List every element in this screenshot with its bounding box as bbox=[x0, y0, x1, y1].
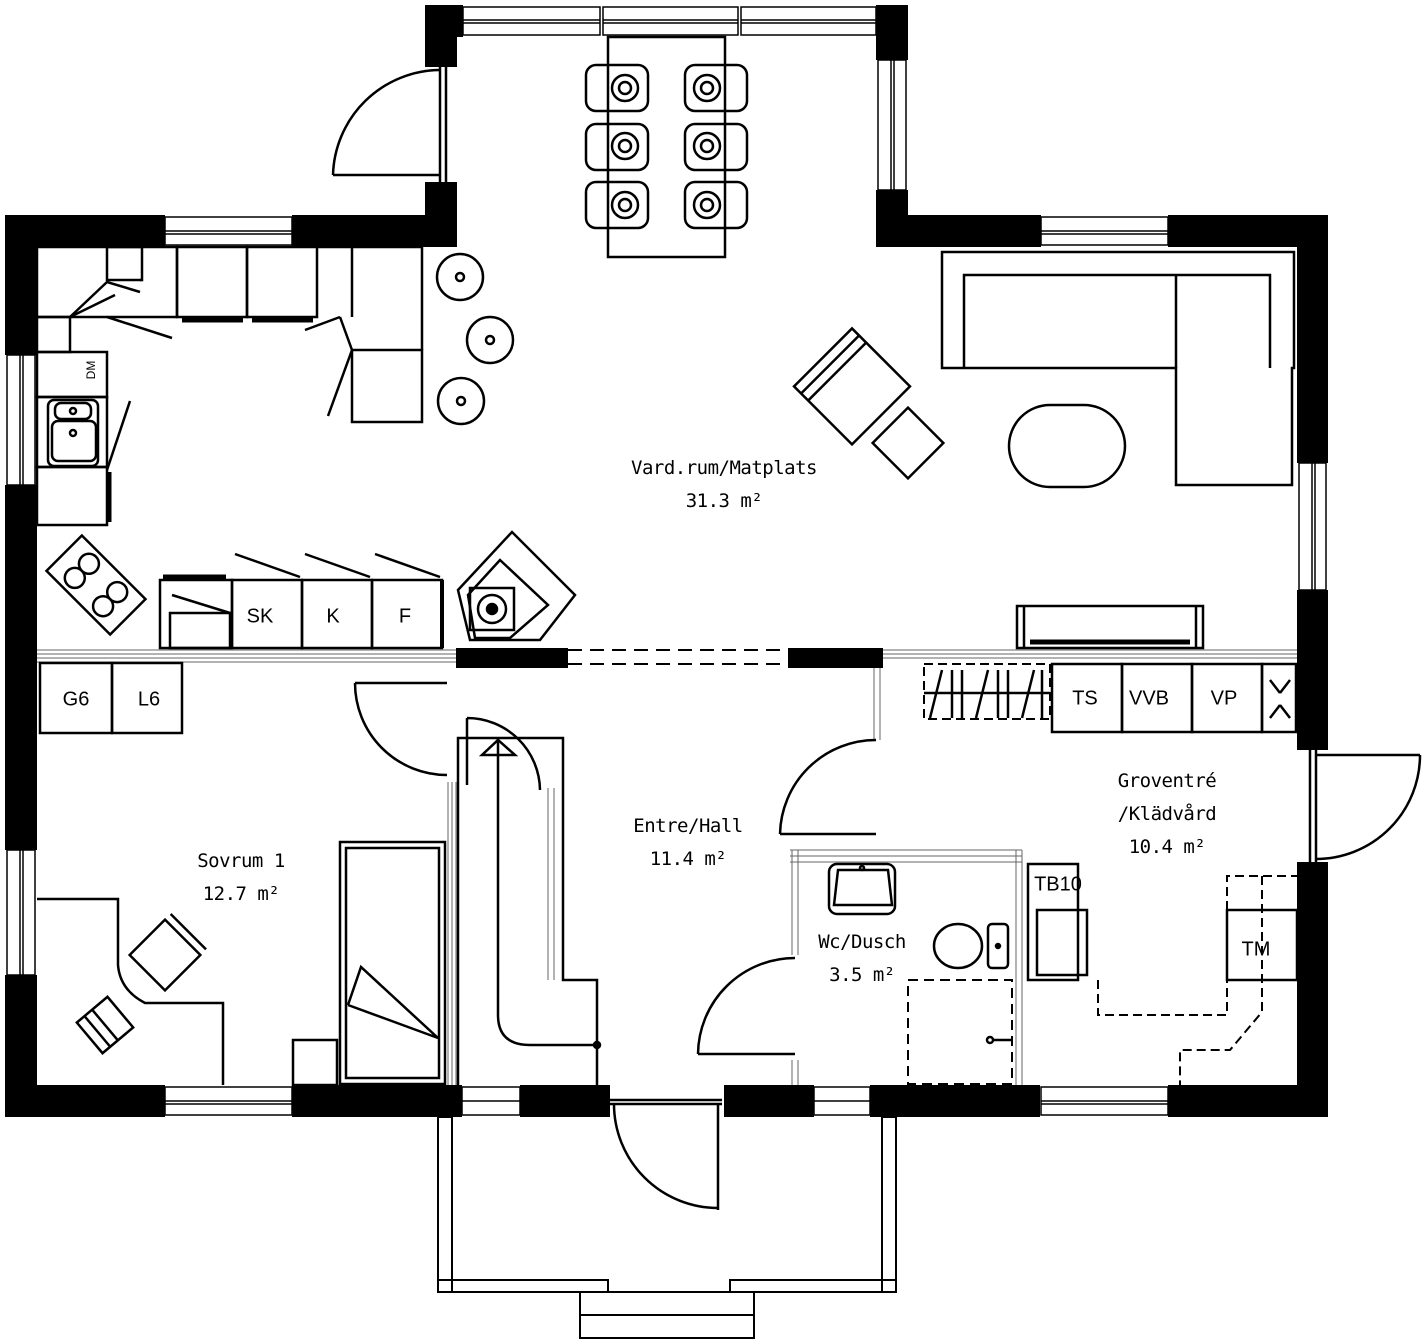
fixture-k: K bbox=[326, 605, 340, 628]
fixture-ts: TS bbox=[1072, 687, 1098, 710]
room-area: 12.7 m² bbox=[202, 883, 280, 905]
fixture-l6: L6 bbox=[137, 688, 161, 711]
room-label-bedroom1: Sovrum 1 12.7 m² bbox=[197, 845, 285, 911]
utility-fixtures bbox=[923, 662, 1299, 1085]
sofa bbox=[940, 250, 1296, 487]
wc-fixtures bbox=[827, 862, 1013, 1085]
fixture-tb10: TB10 bbox=[1034, 873, 1082, 896]
room-name: Wc/Dusch bbox=[818, 931, 906, 953]
room-area: 3.5 m² bbox=[829, 964, 895, 986]
fixture-sk: SK bbox=[246, 605, 274, 628]
room-label-living: Vard.rum/Matplats 31.3 m² bbox=[631, 452, 817, 518]
fixture-g6: G6 bbox=[62, 688, 90, 711]
bar-stools bbox=[435, 252, 515, 426]
room-label-utility: Groventré /Klädvård 10.4 m² bbox=[1117, 765, 1217, 864]
dining-table bbox=[584, 35, 749, 259]
coffee-table bbox=[1007, 403, 1127, 489]
hall-closet bbox=[456, 736, 602, 1085]
room-name: Entre/Hall bbox=[633, 815, 743, 837]
room-name: Groventré bbox=[1117, 770, 1217, 792]
room-area: 31.3 m² bbox=[685, 490, 763, 512]
fixture-vvb: VVB bbox=[1128, 687, 1170, 710]
windows bbox=[6, 6, 1327, 1116]
room-label-hall: Entre/Hall 11.4 m² bbox=[633, 810, 743, 876]
room-name: Sovrum 1 bbox=[197, 850, 285, 872]
kitchen bbox=[35, 245, 444, 650]
doors bbox=[331, 67, 1422, 1210]
tv-bench bbox=[1015, 604, 1205, 650]
bedroom-furniture bbox=[37, 661, 447, 1087]
fixture-f: F bbox=[398, 605, 412, 628]
chairs bbox=[584, 63, 749, 230]
fixture-vp: VP bbox=[1210, 687, 1238, 710]
room-area: 10.4 m² bbox=[1128, 836, 1206, 858]
exterior-walls bbox=[5, 5, 1328, 1117]
room-name-2: /Klädvård bbox=[1117, 803, 1217, 825]
room-area: 11.4 m² bbox=[649, 848, 727, 870]
interior-partitions bbox=[37, 649, 1297, 1085]
fixture-tm: TM bbox=[1241, 938, 1271, 961]
footstool bbox=[870, 405, 946, 481]
stove bbox=[456, 530, 577, 642]
room-label-wc: Wc/Dusch 3.5 m² bbox=[818, 926, 906, 992]
armchair bbox=[792, 326, 912, 447]
porch bbox=[437, 1116, 897, 1339]
fixture-dm: DM bbox=[84, 360, 98, 380]
room-name: Vard.rum/Matplats bbox=[631, 457, 817, 479]
